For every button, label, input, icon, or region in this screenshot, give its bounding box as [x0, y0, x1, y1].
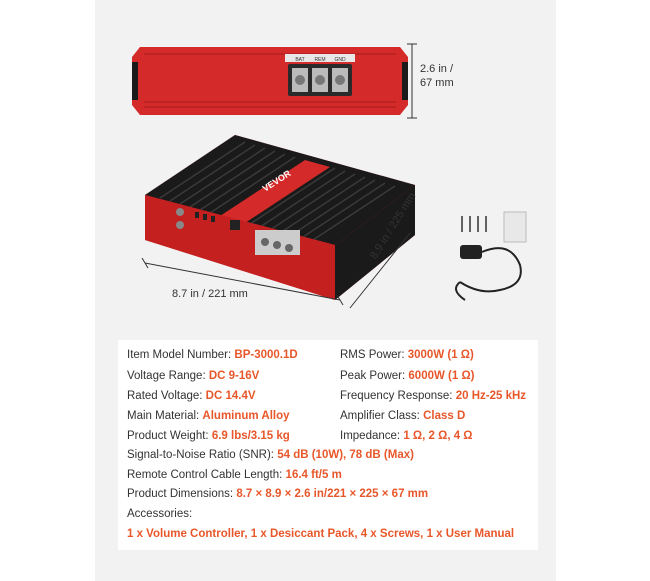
spec-impedance: Impedance: 1 Ω, 2 Ω, 4 Ω [340, 430, 473, 442]
spec-main-material: Main Material: Aluminum Alloy [127, 410, 290, 422]
svg-text:GND: GND [334, 57, 346, 63]
spec-peak-power: Peak Power: 6000W (1 Ω) [340, 370, 475, 382]
width-dimension-line [141, 258, 344, 306]
accessories-image [455, 211, 527, 301]
spec-snr: Signal-to-Noise Ratio (SNR): 54 dB (10W)… [127, 449, 414, 461]
desiccant-pack [503, 211, 527, 243]
spec-rms-power: RMS Power: 3000W (1 Ω) [340, 349, 474, 361]
specifications-panel [118, 340, 538, 550]
depth-dimension-line [349, 232, 411, 309]
spec-product-weight: Product Weight: 6.9 lbs/3.15 kg [127, 430, 290, 442]
svg-text:REM: REM [314, 57, 325, 63]
power-terminal-block [288, 64, 352, 96]
amplifier-side-view-image: BAT REM GND [132, 47, 408, 115]
screws [461, 216, 487, 232]
spec-product-dimensions: Product Dimensions: 8.7 × 8.9 × 2.6 in/2… [127, 488, 429, 500]
spec-voltage-range: Voltage Range: DC 9-16V [127, 370, 260, 382]
spec-cable-length: Remote Control Cable Length: 16.4 ft/5 m [127, 469, 342, 481]
spec-amplifier-class: Amplifier Class: Class D [340, 410, 466, 422]
height-dimension-bracket [407, 43, 417, 119]
spec-rated-voltage: Rated Voltage: DC 14.4V [127, 390, 256, 402]
amplifier-main-image: VEVOR [145, 135, 415, 300]
amplifier-front-panel [176, 208, 300, 255]
spec-accessories-label: Accessories: [127, 508, 193, 520]
width-dimension-label: 8.7 in / 221 mm [172, 288, 248, 300]
spec-item-model-number: Item Model Number: BP-3000.1D [127, 349, 298, 361]
height-dimension-label: 2.6 in / 67 mm [420, 63, 454, 89]
svg-text:BAT: BAT [295, 57, 304, 63]
spec-frequency-response: Frequency Response: 20 Hz-25 kHz [340, 390, 527, 402]
spec-accessories-value: 1 x Volume Controller, 1 x Desiccant Pac… [127, 528, 515, 540]
volume-controller [460, 245, 482, 259]
